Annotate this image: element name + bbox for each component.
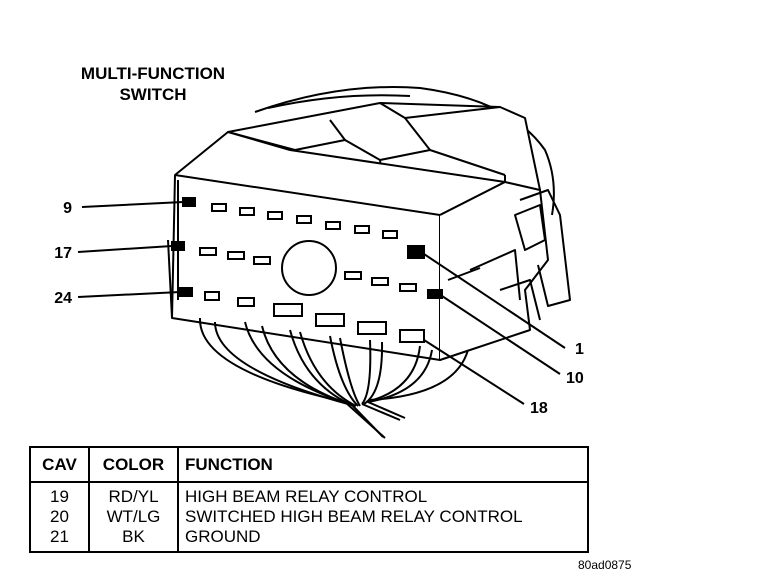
- cell-function: SWITCHED HIGH BEAM RELAY CONTROL: [185, 507, 523, 526]
- cavity: [382, 230, 398, 239]
- cavity-24: [179, 287, 193, 297]
- cell-color: WT/LG: [89, 507, 179, 527]
- cavity: [357, 321, 387, 335]
- cavity-17: [171, 241, 185, 251]
- center-boss: [281, 240, 337, 296]
- cell-function: GROUND: [185, 527, 261, 546]
- figure-code: 80ad0875: [578, 558, 632, 572]
- cavity-10: [427, 289, 443, 299]
- cavity: [296, 215, 312, 224]
- cavity: [253, 256, 271, 265]
- callout-pin-10: 10: [566, 370, 584, 387]
- cavity-9: [182, 197, 196, 207]
- cavity-1: [407, 245, 425, 259]
- header-function: FUNCTION: [178, 447, 588, 483]
- callout-pin-18: 18: [530, 400, 548, 417]
- cavity: [211, 203, 227, 212]
- callout-pin-17: 17: [54, 245, 72, 262]
- cavity: [227, 251, 245, 260]
- cavity: [267, 211, 283, 220]
- cavity: [325, 221, 341, 230]
- wire-bundle: [198, 317, 469, 439]
- header-cav: CAV: [30, 447, 90, 483]
- table-row: 20 WT/LG SWITCHED HIGH BEAM RELAY CONTRO…: [30, 507, 588, 527]
- callout-pin-24: 24: [54, 290, 72, 307]
- title-line-2: SWITCH: [119, 85, 186, 104]
- cavity: [273, 303, 303, 317]
- cell-cav: 20: [30, 507, 90, 527]
- header-color: COLOR: [89, 447, 179, 483]
- cell-color: RD/YL: [89, 482, 179, 507]
- pin-function-table: CAV COLOR FUNCTION 19 RD/YL HIGH BEAM RE…: [29, 446, 589, 553]
- cavity: [354, 225, 370, 234]
- table-header-row: CAV COLOR FUNCTION: [30, 447, 588, 483]
- callout-pin-1: 1: [575, 341, 584, 358]
- cell-cav: 19: [30, 482, 90, 507]
- cavity: [344, 271, 362, 280]
- cavity: [315, 313, 345, 327]
- cavity-18: [399, 329, 425, 343]
- table-row: 19 RD/YL HIGH BEAM RELAY CONTROL: [30, 482, 588, 507]
- cavity: [199, 247, 217, 256]
- callout-pin-9: 9: [63, 200, 72, 217]
- cavity: [204, 291, 220, 301]
- cell-function: HIGH BEAM RELAY CONTROL: [185, 487, 428, 506]
- leader-lines: [77, 201, 566, 405]
- cavity: [237, 297, 255, 307]
- cavity: [239, 207, 255, 216]
- cavity: [371, 277, 389, 286]
- connector-cavities: [171, 197, 443, 343]
- cell-cav: 21: [30, 527, 90, 552]
- switch-drawing: [167, 86, 571, 361]
- cell-color: BK: [89, 527, 179, 552]
- table-row: 21 BK GROUND: [30, 527, 588, 552]
- title-line-1: MULTI-FUNCTION: [81, 64, 225, 83]
- cavity: [399, 283, 417, 292]
